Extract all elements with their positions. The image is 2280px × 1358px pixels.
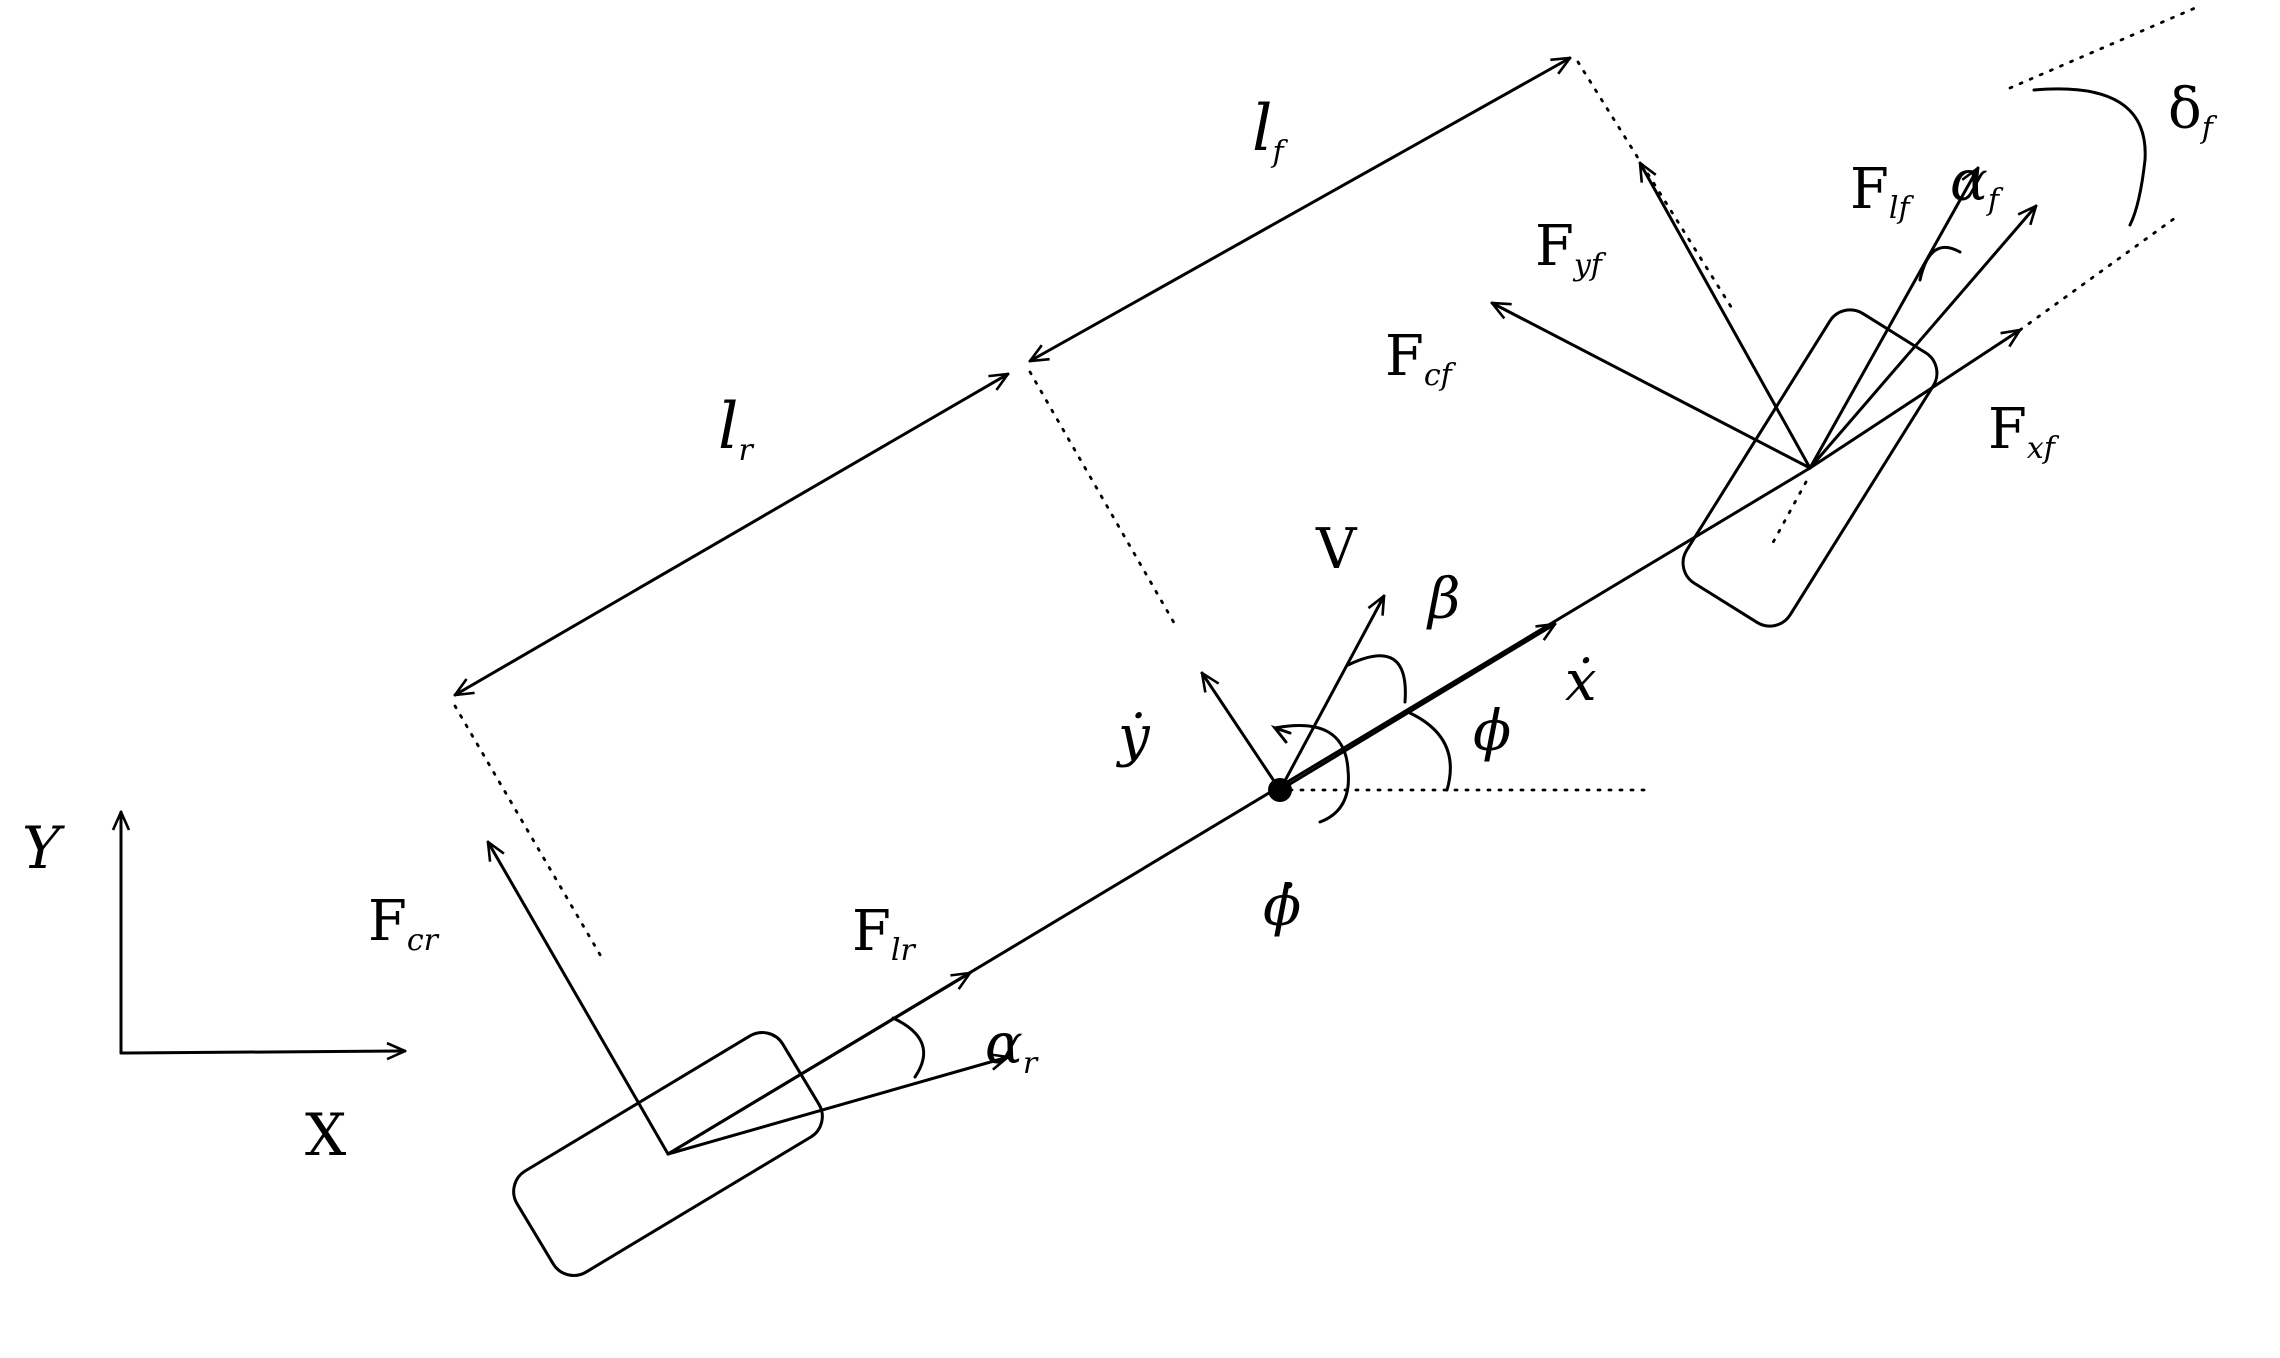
- lf-dimension-arrow: [1030, 58, 1570, 361]
- flr-arrow: [666, 973, 970, 1156]
- beta-arc: [1346, 654, 1407, 704]
- x-dot-label: ẋ: [1565, 649, 1597, 714]
- phi-dot-arc: [1273, 724, 1350, 824]
- beta-label: β: [1426, 567, 1460, 632]
- center-of-gravity: [1268, 778, 1292, 802]
- x-axis: [119, 1051, 407, 1053]
- flr-label: Flr: [852, 899, 916, 968]
- alpha-f-label: αf: [1950, 149, 2004, 218]
- v-label: V: [1315, 517, 1358, 582]
- rear-velocity-arrow: [666, 1057, 1008, 1156]
- x-dot-arrow: [1278, 624, 1555, 792]
- guide-rear-axle: [453, 704, 604, 960]
- fcf-arrow: [1492, 301, 1812, 470]
- fcr-arrow: [488, 842, 670, 1156]
- axis-y-label: Y: [22, 814, 65, 882]
- dotted-guides: [453, 6, 2197, 960]
- flf-arrow: [1808, 168, 1978, 470]
- rear-forces: [488, 842, 1008, 1156]
- delta-f-arc: [2032, 87, 2147, 227]
- guide-front-axle: [1576, 60, 1735, 312]
- yaw-arrowhead: [1270, 724, 1292, 744]
- phi-dot-label: ϕ̇: [1263, 874, 1301, 939]
- flf-label: Flf: [1850, 157, 1914, 226]
- front-velocity-arrow: [1808, 206, 2036, 470]
- phi-label: ϕ: [1473, 699, 1511, 764]
- front-forces: [1492, 87, 2147, 470]
- alpha-r-label: αr: [985, 1012, 1039, 1081]
- y-dot-label: ẏ: [1115, 704, 1151, 769]
- y-dot-arrow: [1202, 673, 1282, 792]
- cg-vectors: [1202, 596, 1555, 824]
- phi-arc: [1408, 711, 1452, 792]
- axes: [119, 810, 407, 1053]
- delta-f-label: δf: [2168, 77, 2218, 146]
- front-wheel: [1681, 308, 1939, 628]
- guide-wheel-upper: [2008, 6, 2197, 90]
- guide-wheel-lower: [1768, 480, 1808, 550]
- guide-wheel-heading: [2018, 216, 2177, 332]
- fxf-label: Fxf: [1988, 397, 2060, 466]
- fxf-arrow: [1808, 330, 2020, 470]
- fyf-arrow: [1640, 163, 1812, 470]
- lr-label: lr: [718, 390, 754, 468]
- fyf-label: Fyf: [1535, 214, 1607, 283]
- axis-x-label: X: [305, 1101, 347, 1169]
- alpha-f-arc: [1918, 246, 1962, 282]
- v-arrow: [1278, 596, 1384, 792]
- lf-label: lf: [1252, 92, 1288, 170]
- fcr-label: Fcr: [368, 889, 440, 958]
- alpha-r-arc: [891, 1016, 926, 1079]
- fcf-label: Fcf: [1385, 324, 1457, 393]
- guide-cg: [1028, 370, 1179, 630]
- labels: Y X lf lr Fyf Fcf Flf αf δf Fxf Fcr Fl: [22, 77, 2218, 1169]
- lr-dimension-arrow: [455, 374, 1008, 695]
